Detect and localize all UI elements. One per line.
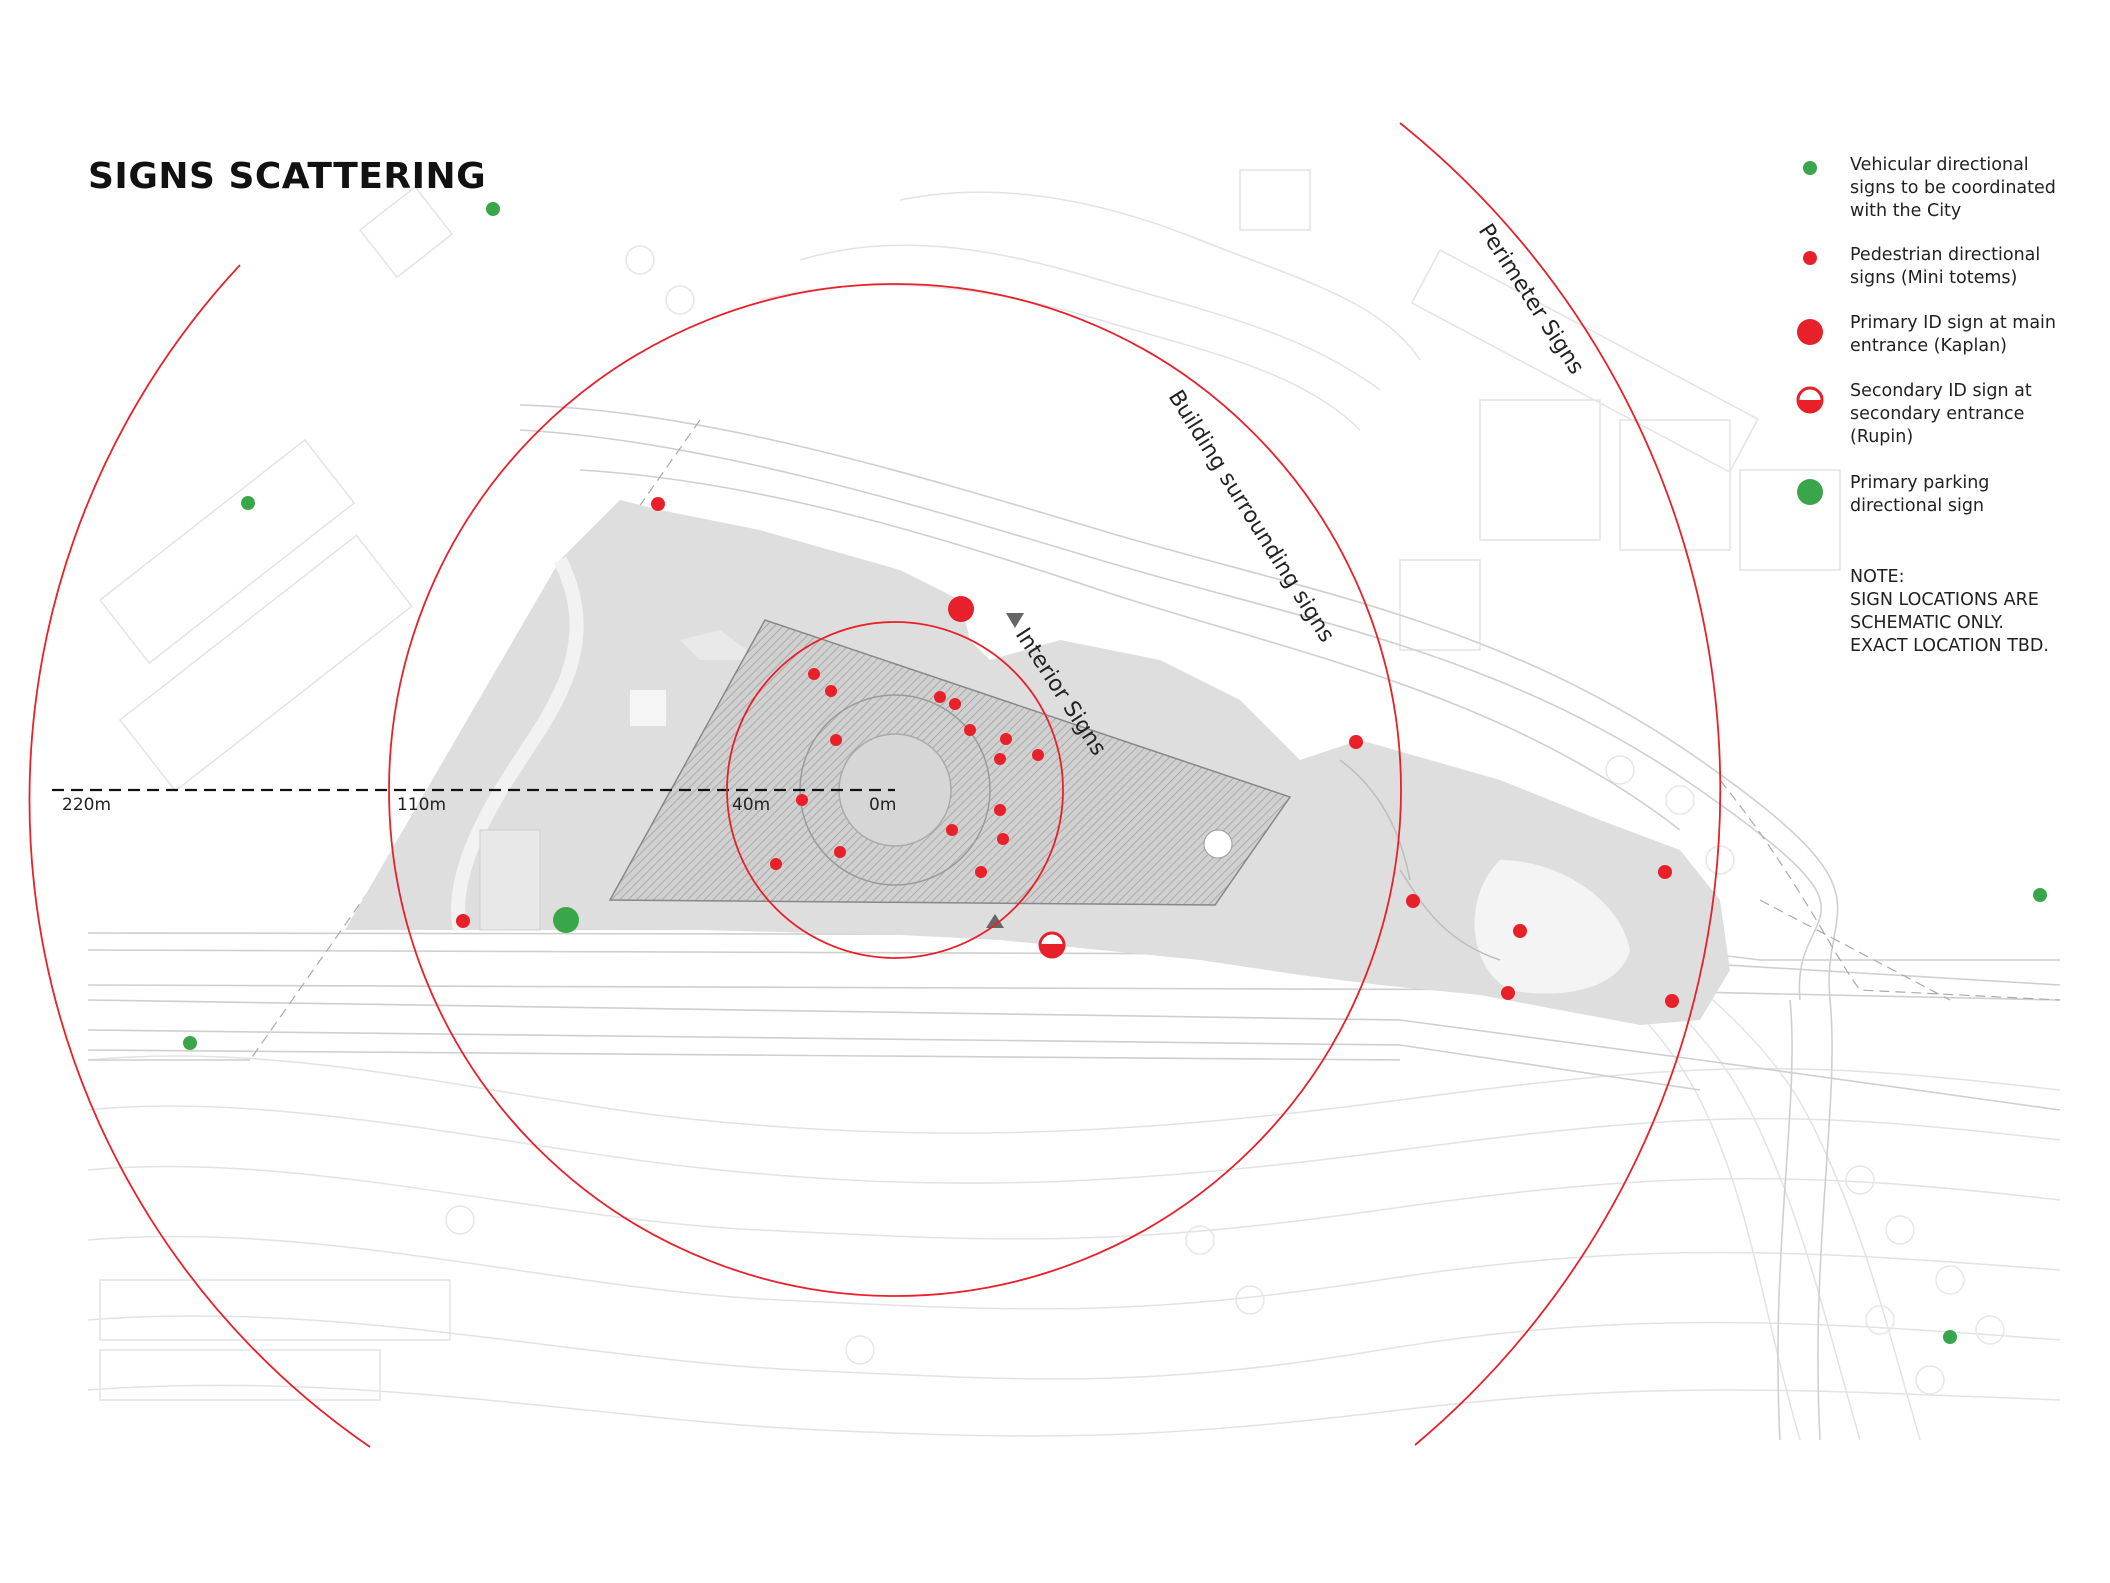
pedestrian-sign-icon	[997, 833, 1009, 845]
legend-label: Secondary ID sign at secondary entrance …	[1850, 381, 2032, 447]
pedestrian-sign-icon	[1658, 865, 1672, 879]
pedestrian-sign-icon	[1032, 749, 1044, 761]
pedestrian-sign-icon	[1665, 994, 1679, 1008]
pedestrian-sign-icon	[1000, 733, 1012, 745]
pedestrian-sign-icon	[1349, 735, 1363, 749]
pedestrian-sign-icon	[825, 685, 837, 697]
schematic-note: NOTE: SIGN LOCATIONS ARE SCHEMATIC ONLY.…	[1850, 567, 2049, 656]
vehicular-sign-icon	[1803, 161, 1817, 175]
legend-label: Pedestrian directional signs (Mini totem…	[1850, 245, 2041, 288]
primary-id-sign-icon	[1797, 319, 1823, 345]
main-entrance-arrow	[1006, 613, 1024, 628]
scale-label-0m: 0m	[869, 795, 896, 815]
primary-id-sign-icon	[948, 596, 974, 622]
perimeter-ring-right	[1399, 122, 1722, 1446]
secondary-id-sign-icon	[1038, 931, 1066, 959]
perimeter-ring-label: Perimeter Signs	[1473, 220, 1589, 379]
building-ring-label: Building surrounding signs	[1163, 386, 1339, 647]
parking-sign-icon	[553, 907, 579, 933]
pedestrian-sign-icon	[994, 753, 1006, 765]
scale-label-40m: 40m	[732, 795, 770, 815]
pedestrian-sign-icon	[1501, 986, 1515, 1000]
pedestrian-sign-icon	[1406, 894, 1420, 908]
interior-ring	[726, 621, 1064, 959]
museum-building	[608, 619, 1292, 906]
page-title: SIGNS SCATTERING	[88, 156, 487, 197]
pedestrian-sign-icon	[934, 691, 946, 703]
pedestrian-sign-icon	[834, 846, 846, 858]
parking-sign-icon	[1797, 479, 1823, 505]
pedestrian-sign-icon	[1513, 924, 1527, 938]
legend-label: Primary parking directional sign	[1850, 473, 1990, 516]
roads	[87, 404, 2061, 1441]
pedestrian-sign-icon	[964, 724, 976, 736]
vehicular-sign-icon	[183, 1036, 197, 1050]
pedestrian-sign-icon	[651, 497, 665, 511]
legend-label: Vehicular directional signs to be coordi…	[1850, 155, 2056, 221]
pedestrian-sign-icon	[796, 794, 808, 806]
pedestrian-sign-icon	[808, 668, 820, 680]
pedestrian-sign-icon	[456, 914, 470, 928]
pedestrian-sign-icon	[1803, 251, 1817, 265]
pedestrian-sign-icon	[949, 698, 961, 710]
legend-label: Primary ID sign at main entrance (Kaplan…	[1850, 313, 2057, 356]
vehicular-sign-icon	[486, 202, 500, 216]
pedestrian-sign-icon	[946, 824, 958, 836]
vehicular-sign-icon	[2033, 888, 2047, 902]
building-surrounding-ring	[388, 283, 1402, 1297]
secondary-entrance-arrow	[986, 914, 1004, 928]
pedestrian-signs	[456, 497, 1679, 1008]
pedestrian-sign-icon	[994, 804, 1006, 816]
pedestrian-sign-icon	[830, 734, 842, 746]
secondary-id-sign-icon	[1796, 386, 1824, 414]
pedestrian-sign-icon	[770, 858, 782, 870]
pedestrian-sign-icon	[975, 866, 987, 878]
scale-label-110m: 110m	[397, 795, 446, 815]
scale-label-220m: 220m	[62, 795, 111, 815]
vehicular-signs	[183, 202, 2047, 1344]
rings	[28, 122, 1722, 1448]
vehicular-sign-icon	[1943, 1330, 1957, 1344]
vehicular-sign-icon	[241, 496, 255, 510]
perimeter-ring	[28, 264, 371, 1448]
